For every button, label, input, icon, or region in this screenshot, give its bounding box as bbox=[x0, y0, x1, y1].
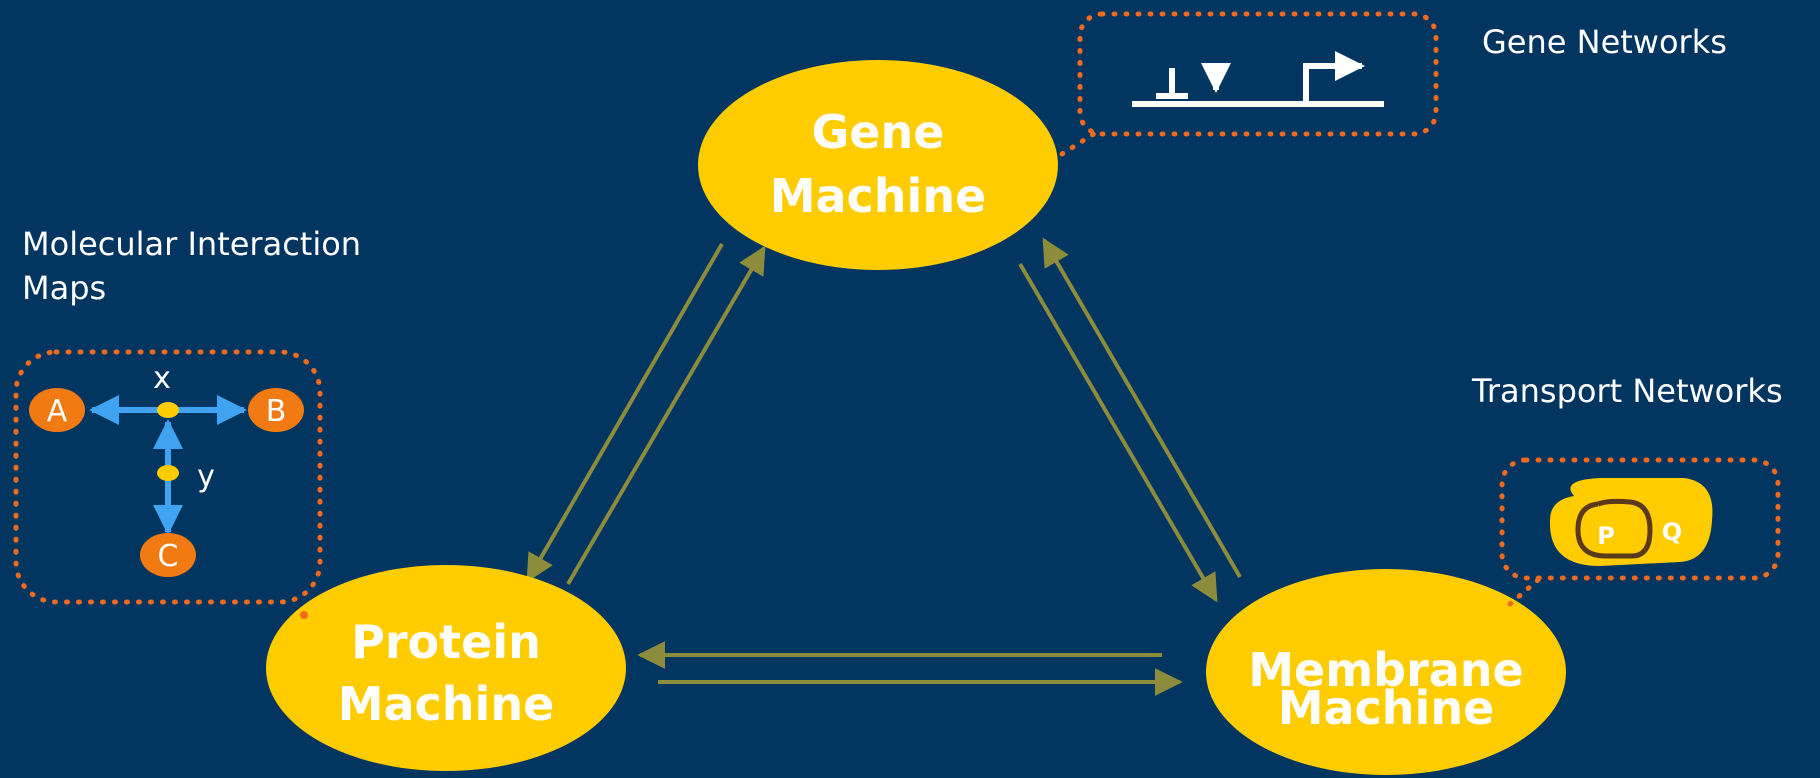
interaction-map: A B C x y bbox=[29, 361, 304, 577]
gene-machine-label-line1: Gene bbox=[812, 105, 945, 159]
protein-machine: Protein Machine bbox=[266, 565, 626, 771]
molecular-maps-dotted-box bbox=[13, 349, 323, 605]
gene-networks-label: Gene Networks bbox=[1482, 23, 1727, 61]
node-b-label: B bbox=[266, 394, 287, 429]
membrane-machine: Membrane Machine bbox=[1206, 569, 1566, 775]
gene-regulation-icon bbox=[1132, 51, 1384, 107]
transport-networks-dotted-box bbox=[1499, 457, 1781, 581]
molecular-maps-label-line1: Molecular Interaction bbox=[22, 225, 361, 263]
gene-machine: Gene Machine bbox=[698, 60, 1058, 270]
membrane-machine-label-line1: Membrane bbox=[1248, 643, 1524, 697]
edge-node-x bbox=[157, 402, 179, 418]
node-c bbox=[140, 533, 196, 577]
transport-icon: P Q bbox=[1549, 478, 1713, 566]
protein-machine-label-line1: Protein bbox=[351, 615, 541, 669]
node-a-label: A bbox=[47, 394, 68, 429]
edge-y-label: y bbox=[197, 459, 215, 494]
gene-networks-dotted-box bbox=[1077, 11, 1439, 137]
node-a bbox=[29, 388, 85, 432]
edge-x-label: x bbox=[153, 361, 171, 396]
transport-icon-q: Q bbox=[1662, 518, 1682, 546]
transport-icon-p: P bbox=[1597, 522, 1615, 550]
arrow-protein-to-gene bbox=[566, 245, 766, 586]
arrow-membrane-to-gene bbox=[1042, 237, 1242, 579]
node-b bbox=[248, 388, 304, 432]
node-c-label: C bbox=[158, 539, 179, 574]
molecular-maps-connector-dot bbox=[300, 611, 308, 619]
arrow-gene-to-protein bbox=[526, 242, 724, 583]
edge-node-y bbox=[157, 465, 179, 481]
membrane-machine-label-line2: Machine bbox=[1278, 681, 1495, 735]
transport-networks-label: Transport Networks bbox=[1471, 372, 1783, 410]
gene-networks-connector bbox=[1059, 127, 1103, 157]
protein-machine-label-line2: Machine bbox=[338, 677, 555, 731]
arrow-gene-to-membrane bbox=[1018, 262, 1218, 603]
machine-arrows bbox=[526, 237, 1242, 696]
gene-machine-label-line2: Machine bbox=[770, 169, 987, 223]
molecular-maps-label-line2: Maps bbox=[22, 269, 106, 307]
